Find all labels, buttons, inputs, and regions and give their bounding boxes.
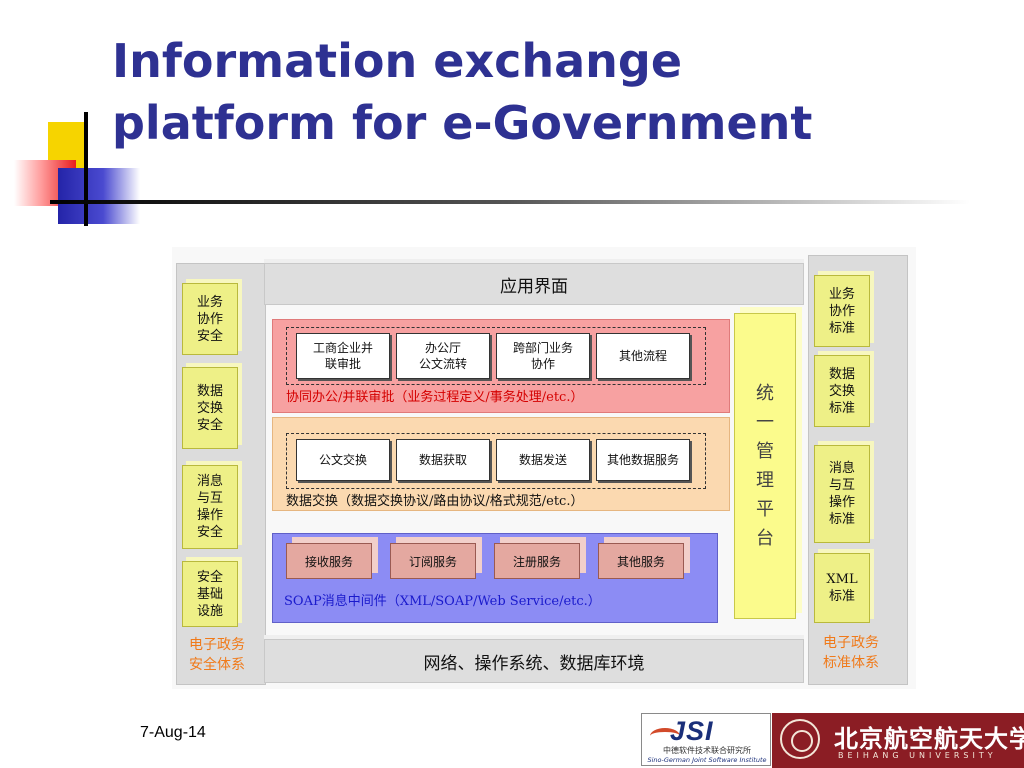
security-cube-1: 业务 协作 安全 — [182, 283, 238, 355]
slide-date: 7-Aug-14 — [140, 724, 206, 741]
jsi-logo-english-name: Sino-German Joint Software Institute — [647, 756, 767, 764]
security-cube-2: 数据 交换 安全 — [182, 367, 238, 449]
jsi-logo-chinese-name: 中德软件技术联合研究所 — [663, 746, 751, 755]
jsi-logo: JSI 中德软件技术联合研究所 Sino-German Joint Softwa… — [641, 713, 771, 766]
soap-service-1: 接收服务 — [286, 543, 372, 579]
slide-title: Information exchange platform for e-Gove… — [112, 30, 992, 154]
data-exchange-box-group — [286, 433, 706, 489]
standards-cube-4: XML 标准 — [814, 553, 870, 623]
standards-system-caption: 电子政务 标准体系 — [823, 635, 879, 671]
collaboration-box-group — [286, 327, 706, 385]
title-decoration-blue-square — [58, 168, 140, 224]
collaboration-layer-label: 协同办公/并联审批（业务过程定义/事务处理/etc.） — [286, 390, 584, 405]
soap-service-4: 其他服务 — [598, 543, 684, 579]
slide-title-line-2: platform for e-Government — [112, 96, 813, 150]
standards-cube-3: 消息 与互 操作 标准 — [814, 445, 870, 543]
architecture-diagram: 业务 协作 安全 数据 交换 安全 消息 与互 操作 安全 安全 基础 设施 电… — [172, 247, 916, 689]
soap-middleware-layer-label: SOAP消息中间件（XML/SOAP/Web Service/etc.） — [284, 594, 601, 609]
standards-cube-1: 业务 协作 标准 — [814, 275, 870, 347]
jsi-swoosh-icon — [650, 728, 680, 744]
data-exchange-box-3: 数据发送 — [496, 439, 590, 481]
beihang-english-name: BEIHANG UNIVERSITY — [838, 751, 997, 760]
security-cube-4: 安全 基础 设施 — [182, 561, 238, 627]
collaboration-box-4: 其他流程 — [596, 333, 690, 379]
standards-cube-2: 数据 交换 标准 — [814, 355, 870, 427]
security-cube-3: 消息 与互 操作 安全 — [182, 465, 238, 549]
beihang-seal-icon — [780, 719, 820, 759]
title-decoration-vertical-line — [84, 112, 88, 226]
application-interface-bar: 应用界面 — [264, 263, 804, 305]
security-system-caption: 电子政务 安全体系 — [189, 637, 245, 673]
beihang-chinese-name: 北京航空航天大学 — [834, 724, 1024, 753]
data-exchange-box-2: 数据获取 — [396, 439, 490, 481]
beihang-seal-inner-icon — [791, 730, 813, 752]
beihang-logo: 北京航空航天大学 BEIHANG UNIVERSITY — [772, 713, 1024, 768]
soap-service-2: 订阅服务 — [390, 543, 476, 579]
unified-management-platform: 统一管理平台 — [734, 313, 796, 619]
collaboration-box-3: 跨部门业务 协作 — [496, 333, 590, 379]
data-exchange-box-4: 其他数据服务 — [596, 439, 690, 481]
data-exchange-layer-label: 数据交换（数据交换协议/路由协议/格式规范/etc.） — [286, 494, 584, 509]
slide-title-line-1: Information exchange — [112, 34, 683, 88]
jsi-logo-wordmark: JSI — [670, 716, 714, 746]
title-underline — [50, 200, 970, 204]
infrastructure-bar: 网络、操作系统、数据库环境 — [264, 639, 804, 683]
soap-service-3: 注册服务 — [494, 543, 580, 579]
collaboration-box-1: 工商企业并 联审批 — [296, 333, 390, 379]
unified-management-platform-label: 统一管理平台 — [756, 383, 774, 549]
data-exchange-box-1: 公文交换 — [296, 439, 390, 481]
collaboration-box-2: 办公厅 公文流转 — [396, 333, 490, 379]
